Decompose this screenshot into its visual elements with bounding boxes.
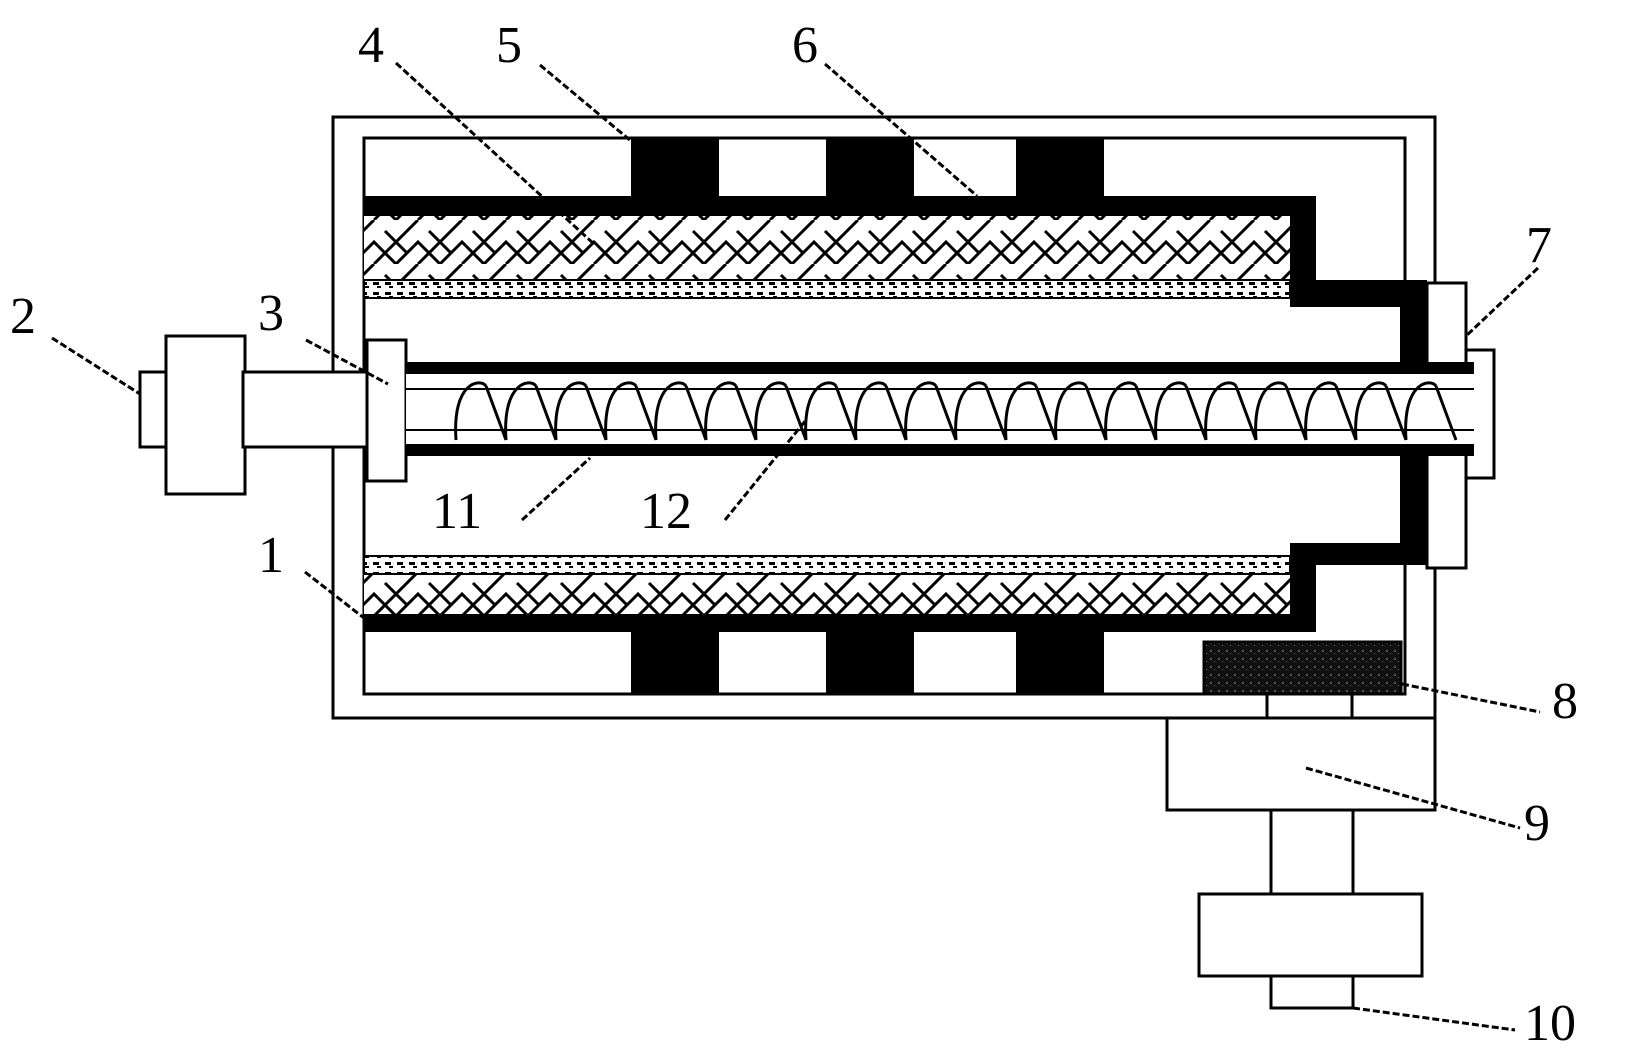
leader-9 [1305,766,1521,830]
lower-shaft [1269,808,1355,898]
bottom-band-2 [826,632,914,694]
bracket-block [1165,716,1437,812]
heater-block [1202,640,1403,696]
part-label-12: 12 [640,483,692,540]
leader-4 [394,61,596,246]
upper-insulation [364,216,1290,280]
part-label-3: 3 [258,285,284,342]
center-tube-bottom-wall [406,444,1474,456]
part-label-5: 5 [496,17,522,74]
leader-10 [1352,1006,1516,1032]
part-label-8: 8 [1552,673,1578,730]
part-label-11: 11 [432,483,482,540]
left-motor-block [164,334,247,496]
bracket-stem [1265,692,1354,721]
top-band-1 [631,138,719,198]
leader-6 [824,62,978,198]
left-flange [365,338,408,483]
lower-shaft-stub [1269,974,1355,1010]
leader-1 [304,570,365,620]
leader-11 [520,456,592,522]
leader-8 [1401,682,1541,714]
left-shaft [241,370,370,449]
top-band-3 [1016,138,1104,198]
center-tube-top-wall [406,362,1474,374]
screw-spiral [454,381,1458,441]
lower-motor-block [1197,892,1424,978]
lower-liner [363,555,1291,575]
bottom-band-3 [1016,632,1104,694]
part-label-10: 10 [1524,995,1576,1048]
lower-drum-shell [364,455,1427,632]
left-shaft-stub [138,370,170,449]
part-label-4: 4 [358,17,384,74]
part-label-9: 9 [1524,795,1550,852]
part-label-6: 6 [792,17,818,74]
leader-12 [723,419,808,521]
leader-2 [51,336,141,396]
upper-liner [363,279,1291,299]
part-label-2: 2 [10,288,36,345]
leader-7 [1464,266,1540,338]
bottom-band-1 [631,632,719,694]
lower-insulation [364,574,1290,614]
part-label-1: 1 [258,527,284,584]
part-label-7: 7 [1526,217,1552,274]
leader-3 [305,338,389,386]
top-band-2 [826,138,914,198]
center-tube-inner [406,374,1474,444]
upper-drum-shell [364,196,1427,367]
